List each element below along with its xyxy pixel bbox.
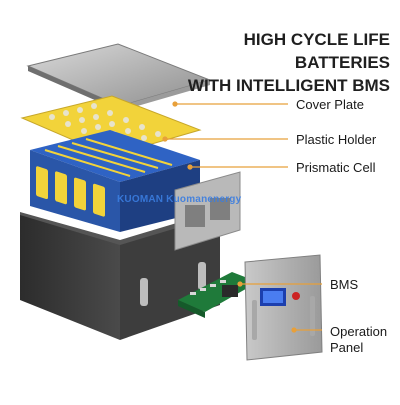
label-operation-panel-line-2: Panel: [330, 340, 387, 356]
title-line-1: HIGH CYCLE LIFE BATTERIES: [150, 28, 390, 74]
operation-panel-part: [245, 255, 322, 360]
title-line-2: WITH INTELLIGENT BMS: [150, 74, 390, 97]
label-plastic-holder: Plastic Holder: [296, 132, 376, 148]
label-operation-panel: Operation Panel: [330, 324, 387, 356]
label-prismatic-cell: Prismatic Cell: [296, 160, 375, 176]
label-cover-plate: Cover Plate: [296, 97, 364, 113]
label-bms: BMS: [330, 277, 358, 293]
label-operation-panel-line-1: Operation: [330, 324, 387, 340]
page-title: HIGH CYCLE LIFE BATTERIES WITH INTELLIGE…: [150, 28, 390, 97]
watermark: KUOMAN Kuomanenergy: [117, 194, 241, 205]
